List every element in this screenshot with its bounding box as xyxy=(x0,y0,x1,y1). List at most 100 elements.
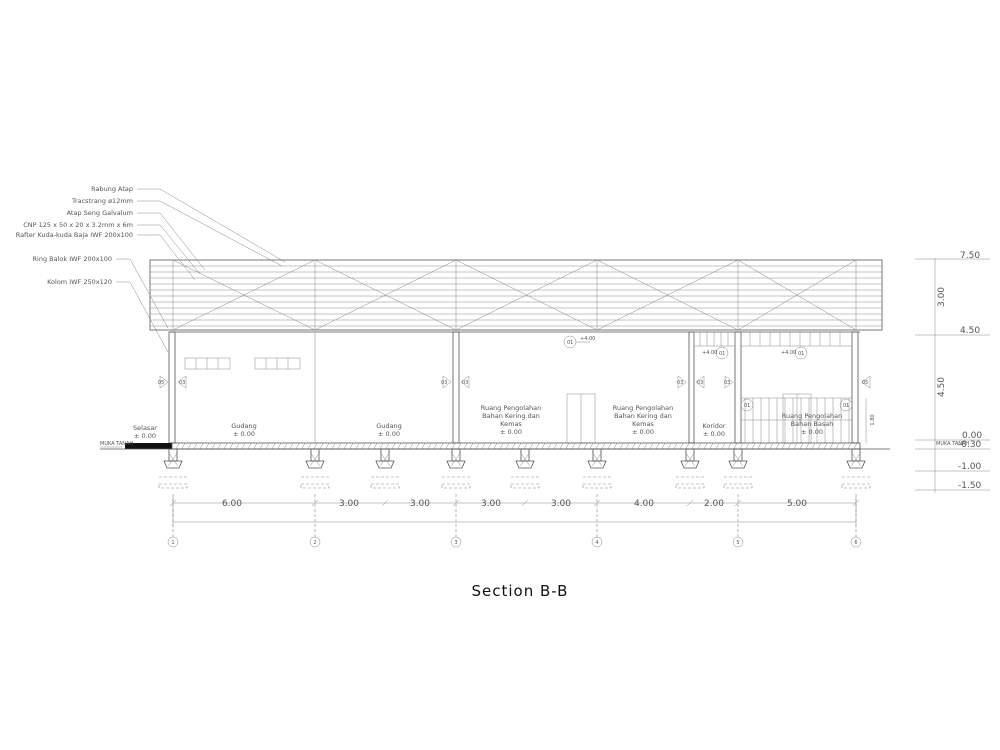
svg-text:03: 03 xyxy=(462,380,468,386)
callouts: Rabung Atap Tracstrang ø12mm Atap Seng G… xyxy=(16,185,286,353)
ground-label-left: MUKA TANAH xyxy=(100,441,133,447)
dim-span-4: 3.00 xyxy=(481,499,501,509)
svg-text:4: 4 xyxy=(595,540,598,546)
structure xyxy=(100,331,890,450)
svg-text:5: 5 xyxy=(736,540,739,546)
marker-01-ceiling-main: 01 +4.00 xyxy=(563,335,595,349)
svg-text:05: 05 xyxy=(862,380,868,386)
room-kering-2-level: ± 0.00 xyxy=(632,428,654,436)
svg-text:03: 03 xyxy=(441,380,447,386)
callout-ring-balok: Ring Balok IWF 200x100 xyxy=(33,255,113,263)
svg-text:3: 3 xyxy=(454,540,457,546)
svg-text:03: 03 xyxy=(677,380,683,386)
foundations xyxy=(158,448,871,489)
level-minus-1-00: -1.00 xyxy=(958,462,982,472)
footing-9 xyxy=(841,448,871,489)
marker-03-col4b: 03 xyxy=(695,375,705,389)
level-0-00: 0.00 xyxy=(962,431,982,441)
callout-rabung-atap: Rabung Atap xyxy=(91,185,133,193)
level-markers: 7.50 4.50 0.00 -0.30 -1.00 -1.50 3.00 4.… xyxy=(865,251,990,493)
svg-text:+4.00: +4.00 xyxy=(580,336,595,342)
svg-text:03: 03 xyxy=(724,380,730,386)
grid-bubble-4: 4 xyxy=(591,536,603,548)
svg-text:03: 03 xyxy=(179,380,185,386)
svg-text:05: 05 xyxy=(158,380,164,386)
room-basah-l1: Ruang Pengolahan xyxy=(782,412,843,420)
room-gudang-2: Gudang xyxy=(376,422,402,430)
callout-tracstrang: Tracstrang ø12mm xyxy=(71,197,133,205)
room-gudang-1: Gudang xyxy=(231,422,257,430)
marker-01-wall-right: 01 xyxy=(839,398,853,412)
ground-label-right: MUKA TANAH xyxy=(936,441,969,447)
svg-text:01: 01 xyxy=(798,351,804,357)
marker-03-col4a: 03 xyxy=(677,375,687,389)
vdim-roof: 3.00 xyxy=(937,287,947,307)
roof xyxy=(149,259,883,331)
marker-05-left: 05 xyxy=(158,375,169,389)
room-labels: Selasar ± 0.00 Gudang ± 0.00 Gudang ± 0.… xyxy=(133,404,842,440)
room-kering-1-l2: Bahan Kering dan xyxy=(482,412,540,420)
room-koridor: Koridor xyxy=(702,422,725,430)
grid-bubble-2: 2 xyxy=(309,536,321,548)
room-basah-level: ± 0.00 xyxy=(801,428,823,436)
svg-text:+4.00: +4.00 xyxy=(781,350,796,356)
marker-03-col3a: 03 xyxy=(441,375,452,389)
room-selasar-level: ± 0.00 xyxy=(134,432,156,440)
callout-cnp: CNP 125 x 50 x 20 x 3.2mm x 6m xyxy=(23,221,133,229)
svg-text:03: 03 xyxy=(697,380,703,386)
svg-text:6: 6 xyxy=(854,540,857,546)
marker-03-col3b: 03 xyxy=(460,375,470,389)
detail-markers: 05 03 03 03 03 03 03 05 xyxy=(158,335,871,412)
room-kering-1-l1: Ruang Pengolahan xyxy=(481,404,542,412)
room-gudang-1-level: ± 0.00 xyxy=(233,430,255,438)
footing-4 xyxy=(441,448,471,489)
grid-axes: 1 2 3 4 5 6 xyxy=(167,494,862,548)
marker-05-right: 05 xyxy=(861,375,871,389)
footing-3 xyxy=(370,448,400,489)
dim-span-3: 3.00 xyxy=(410,499,430,509)
svg-text:01: 01 xyxy=(843,403,849,409)
dim-span-5: 3.00 xyxy=(551,499,571,509)
footing-8 xyxy=(723,448,753,489)
span-dimensions: 6.00 3.00 3.00 3.00 3.00 4.00 2.00 5.00 xyxy=(169,497,860,527)
dim-span-8: 5.00 xyxy=(787,499,807,509)
svg-text:2: 2 xyxy=(313,540,316,546)
grid-bubble-3: 3 xyxy=(450,536,462,548)
section-title: Section B-B xyxy=(472,582,569,600)
grid-bubble-5: 5 xyxy=(732,536,744,548)
level-minus-1-50: -1.50 xyxy=(958,481,982,491)
room-kering-1-level: ± 0.00 xyxy=(500,428,522,436)
marker-01-ceiling-koridor: 01 +4.00 xyxy=(702,346,729,360)
footing-2 xyxy=(300,448,330,489)
vdim-wall: 4.50 xyxy=(937,377,947,397)
svg-text:01: 01 xyxy=(744,403,750,409)
callout-atap-seng: Atap Seng Galvalum xyxy=(67,209,133,217)
callout-rafter: Rafter Kuda-kuda Baja IWF 200x100 xyxy=(16,231,133,239)
svg-text:01: 01 xyxy=(567,340,573,346)
grid-bubble-1: 1 xyxy=(167,536,179,548)
level-minus-0-30: -0.30 xyxy=(958,440,982,450)
marker-03-left: 03 xyxy=(177,375,187,389)
room-kering-2-l2: Bahan Kering dan xyxy=(614,412,672,420)
footing-6 xyxy=(582,448,612,489)
room-basah-l2: Bahan Basah xyxy=(791,420,834,428)
svg-text:01: 01 xyxy=(719,351,725,357)
room-selasar: Selasar xyxy=(133,424,157,432)
dim-span-1: 6.00 xyxy=(222,499,242,509)
footing-1 xyxy=(158,448,188,489)
grid-bubble-6: 6 xyxy=(850,536,862,548)
ground-labels: MUKA TANAH MUKA TANAH xyxy=(100,441,969,448)
callout-kolom: Kolom IWF 250x120 xyxy=(47,278,112,286)
dim-span-6: 4.00 xyxy=(634,499,654,509)
marker-03-col5: 03 xyxy=(724,375,734,389)
room-kering-2-l3: Kemas xyxy=(632,420,654,428)
svg-text:+4.00: +4.00 xyxy=(702,350,717,356)
dim-span-2: 3.00 xyxy=(339,499,359,509)
level-7-50: 7.50 xyxy=(960,251,980,261)
room-kering-2-l1: Ruang Pengolahan xyxy=(613,404,674,412)
room-koridor-level: ± 0.00 xyxy=(703,430,725,438)
footing-7 xyxy=(675,448,705,489)
vdim-tile: 1.80 xyxy=(870,414,876,425)
marker-01-ceiling-basah: 01 +4.00 xyxy=(781,346,808,360)
svg-text:1: 1 xyxy=(171,540,174,546)
